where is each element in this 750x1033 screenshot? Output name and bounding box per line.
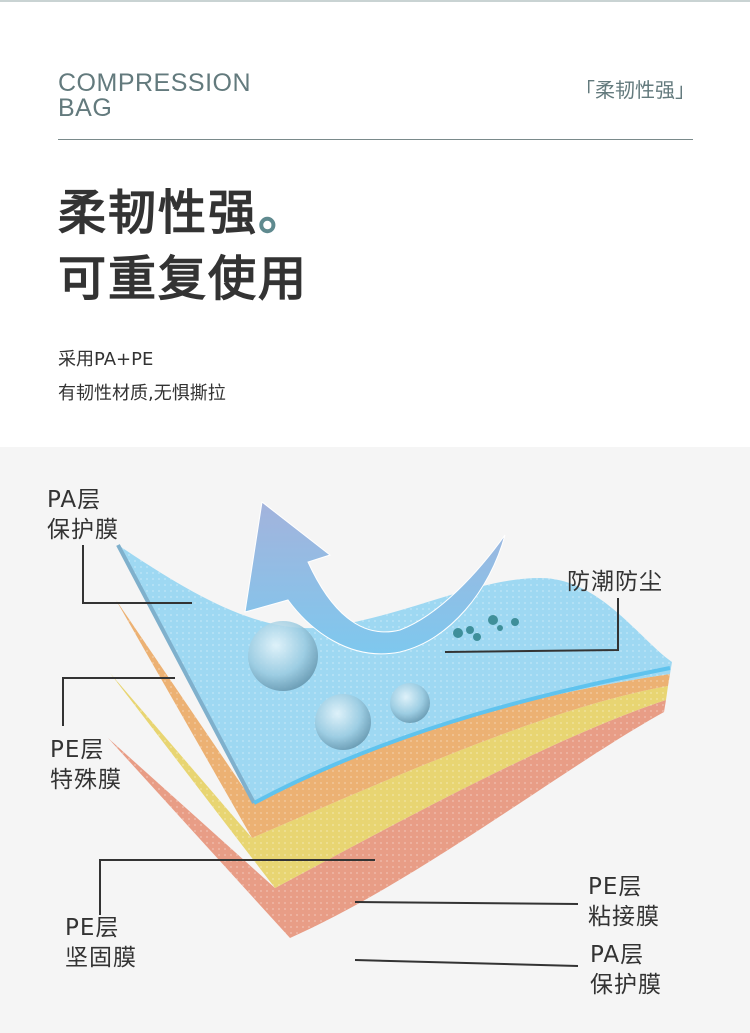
label-pe-solid-1: PE层 [65, 915, 120, 941]
label-pa-bottom-2: 保护膜 [590, 972, 662, 998]
label-pa-top-1: PA层 [47, 487, 102, 513]
label-pe-solid-2: 坚固膜 [65, 945, 137, 971]
headline-mark: 。 [258, 185, 309, 241]
label-pa-top-2: 保护膜 [47, 517, 119, 543]
headline-line-1: 柔韧性强 [58, 185, 259, 241]
subtitle: 采用PA+PE 有韧性材质,无惧撕拉 [58, 343, 226, 411]
label-pe-special-2: 特殊膜 [50, 767, 122, 793]
label-pa-top: PA层 保护膜 [47, 485, 119, 545]
brand-title: COMPRESSION BAG [58, 71, 251, 121]
label-pe-bond-2: 粘接膜 [588, 904, 660, 930]
subtitle-line-1: 采用PA+PE [58, 349, 154, 370]
airflow-arrow-icon [244, 501, 506, 655]
label-pe-special: PE层 特殊膜 [50, 735, 122, 795]
label-pe-solid: PE层 坚固膜 [65, 913, 137, 973]
label-moisture: 防潮防尘 [567, 569, 663, 595]
brand-line-1: COMPRESSION [58, 69, 252, 97]
headline: 柔韧性强。 可重复使用 [58, 180, 308, 312]
label-pe-bond-1: PE层 [588, 874, 643, 900]
label-pe-special-1: PE层 [50, 737, 105, 763]
subtitle-line-2: 有韧性材质,无惧撕拉 [58, 383, 226, 404]
bacteria-icon [453, 615, 519, 641]
leader-lines [62, 545, 619, 967]
feature-tag: 「柔韧性强」 [575, 78, 695, 102]
label-pa-bottom-1: PA层 [590, 942, 645, 968]
headline-line-2: 可重复使用 [58, 251, 309, 307]
label-pa-bottom: PA层 保护膜 [590, 940, 662, 1000]
top-border [0, 0, 750, 2]
pink-layer [108, 700, 666, 938]
water-drop-icon [248, 621, 430, 750]
label-pe-bond: PE层 粘接膜 [588, 872, 660, 932]
divider [58, 139, 693, 140]
yellow-layer [110, 673, 668, 888]
blue-layer [116, 544, 672, 805]
brand-line-2: BAG [58, 94, 113, 122]
